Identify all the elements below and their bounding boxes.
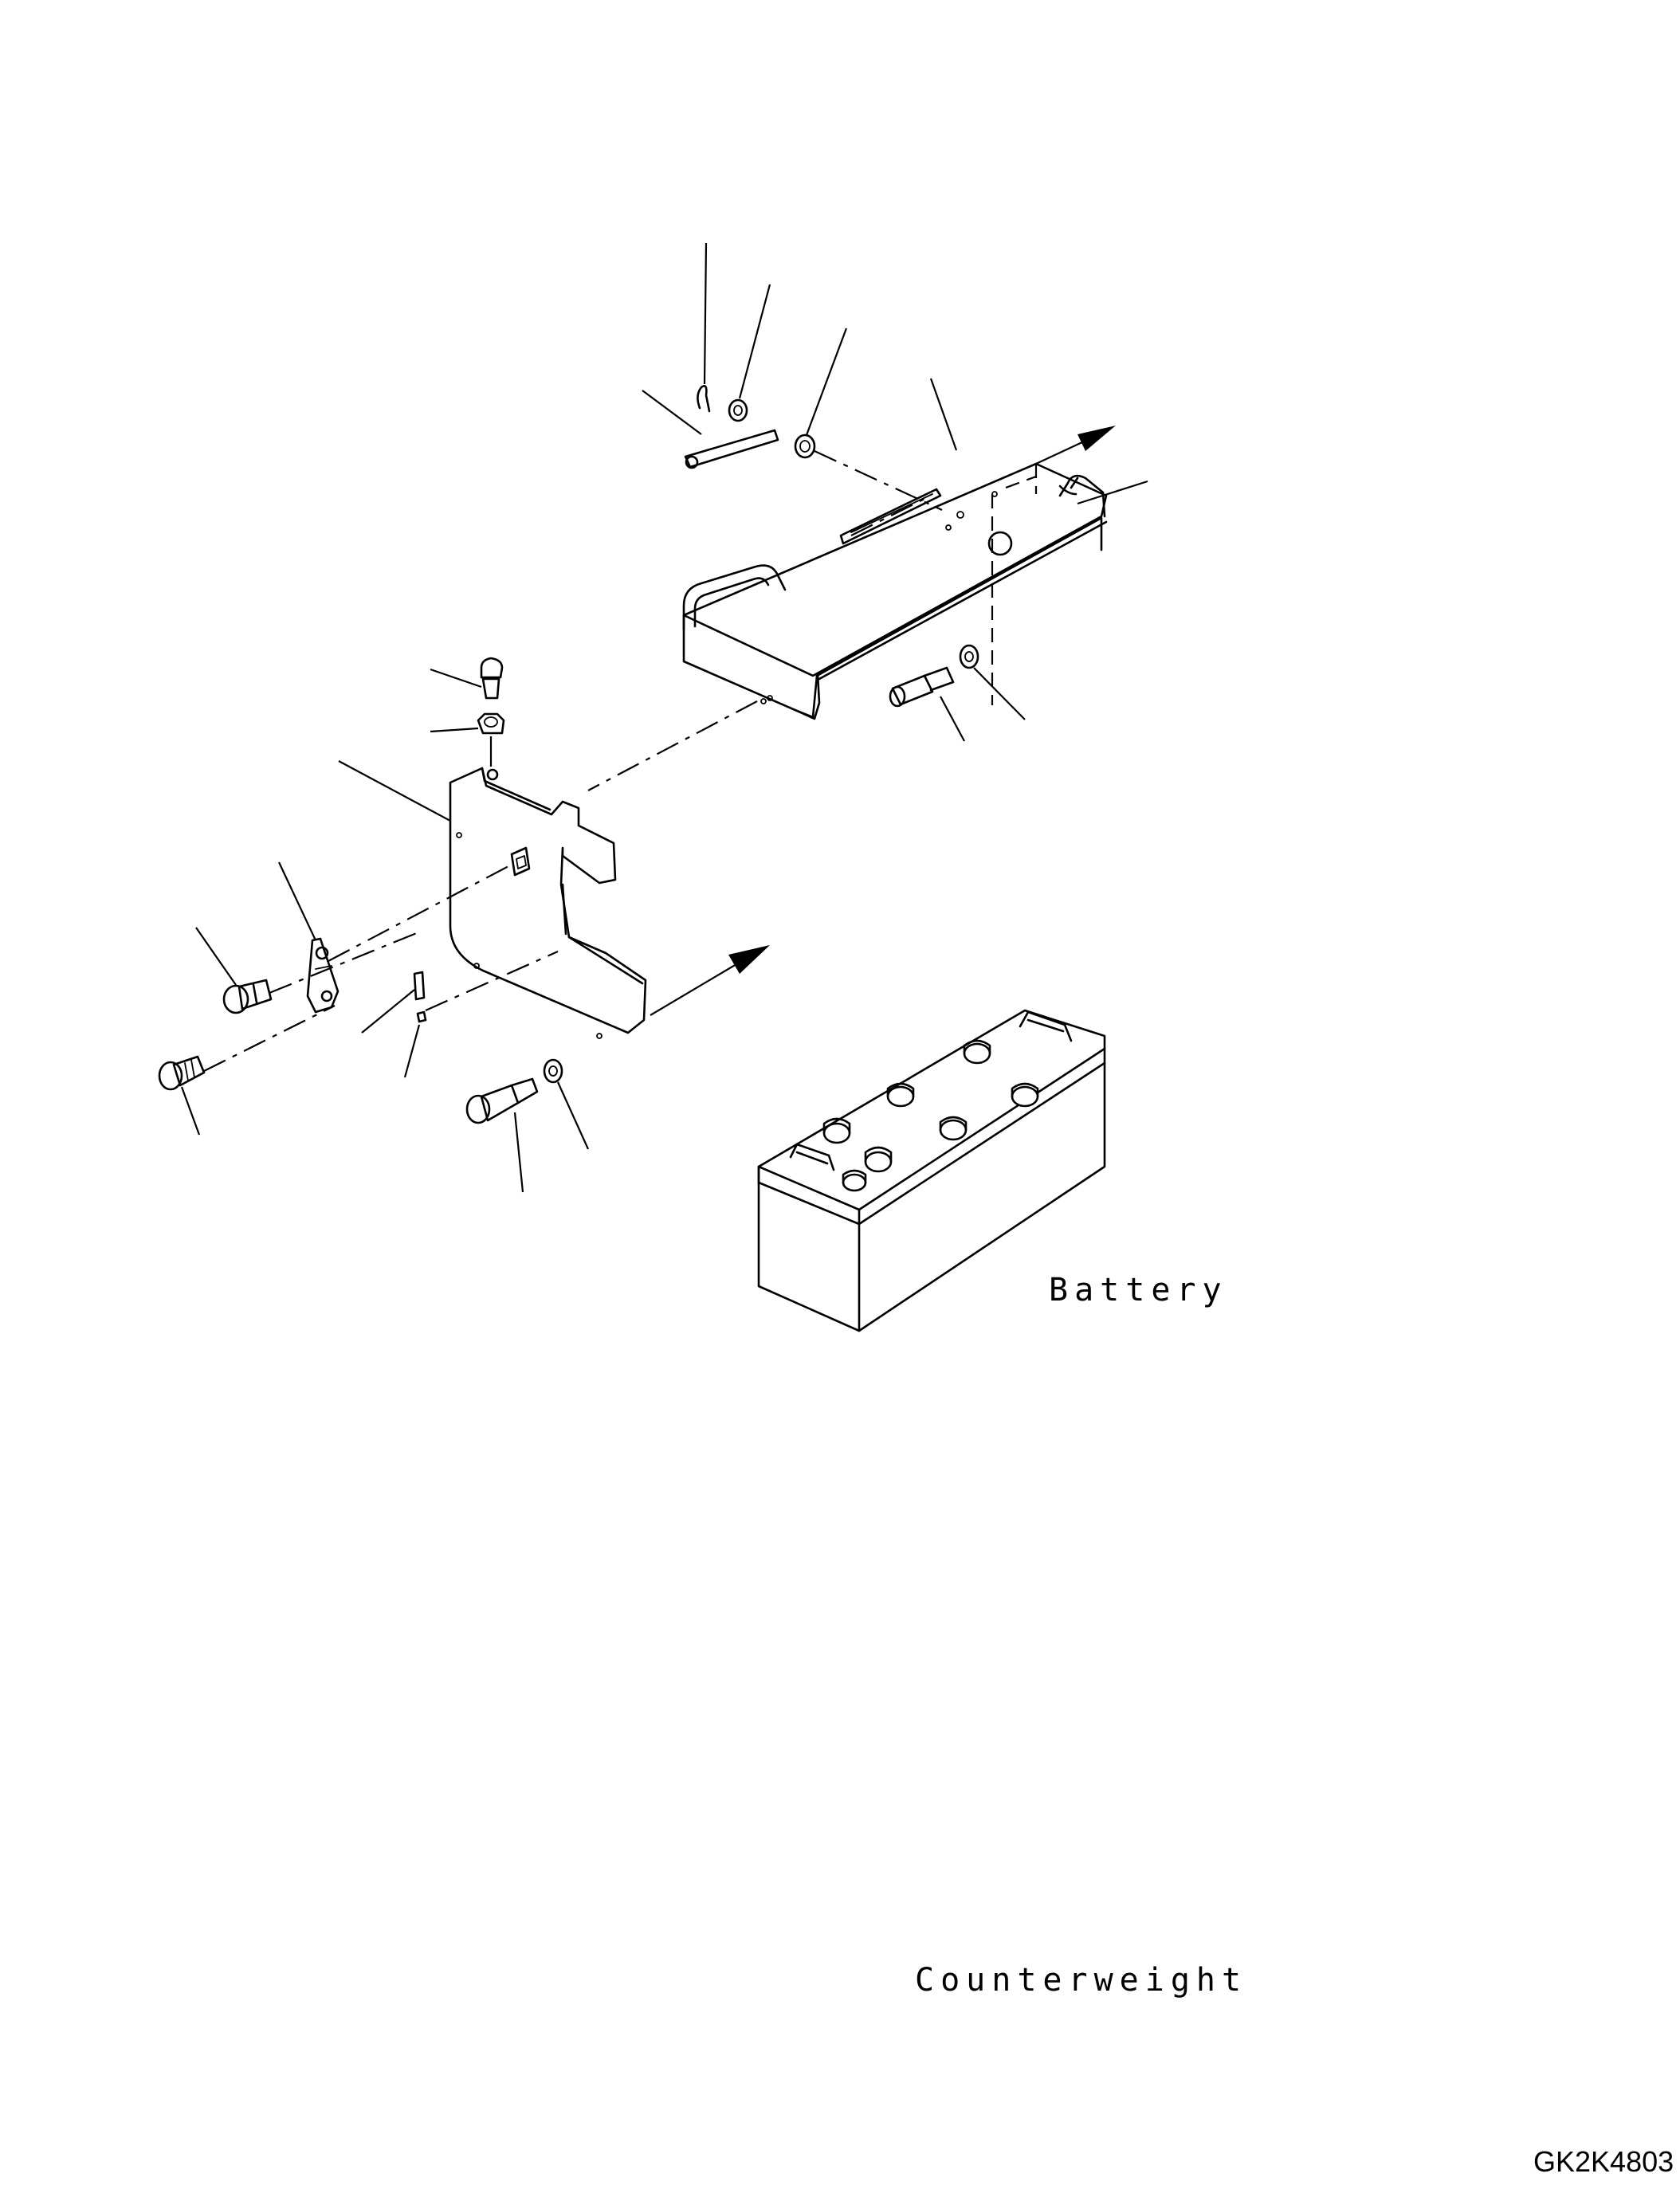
bolt-left <box>195 927 273 1014</box>
axis-line-screw <box>203 1005 336 1072</box>
counterweight-label: Counterweight <box>915 1962 1248 1999</box>
axis-line-bottom <box>425 950 559 1012</box>
alignment-line <box>587 700 758 791</box>
axis-line-pin <box>814 450 943 511</box>
bolt-bottom <box>465 1077 539 1193</box>
screw <box>158 1055 206 1136</box>
bracket-plate <box>338 760 647 1039</box>
battery <box>757 1009 1106 1332</box>
cotter-pin <box>697 242 711 413</box>
direction-arrow-2 <box>650 945 770 1016</box>
battery-label: Battery <box>1049 1272 1228 1308</box>
pad <box>403 1010 427 1078</box>
spacer <box>361 971 426 1034</box>
latch <box>1058 480 1148 505</box>
nut <box>430 712 505 781</box>
bolt-bracket-top <box>430 657 504 700</box>
drawing-code: GK2K4803 <box>1533 2145 1674 2178</box>
washer-top-2 <box>794 328 848 459</box>
lock-bracket <box>278 861 340 1014</box>
axis-line-lock <box>328 865 511 962</box>
direction-arrow-1 <box>1035 426 1116 465</box>
axis-line-bolt <box>269 929 423 995</box>
washer-top-1 <box>728 284 771 422</box>
bolt-cover <box>889 666 965 742</box>
plate <box>642 390 779 469</box>
washer-bottom <box>543 1058 590 1150</box>
leader-cover <box>929 378 958 451</box>
battery-tray-cover <box>682 462 1108 720</box>
washer-cover <box>959 644 1026 720</box>
